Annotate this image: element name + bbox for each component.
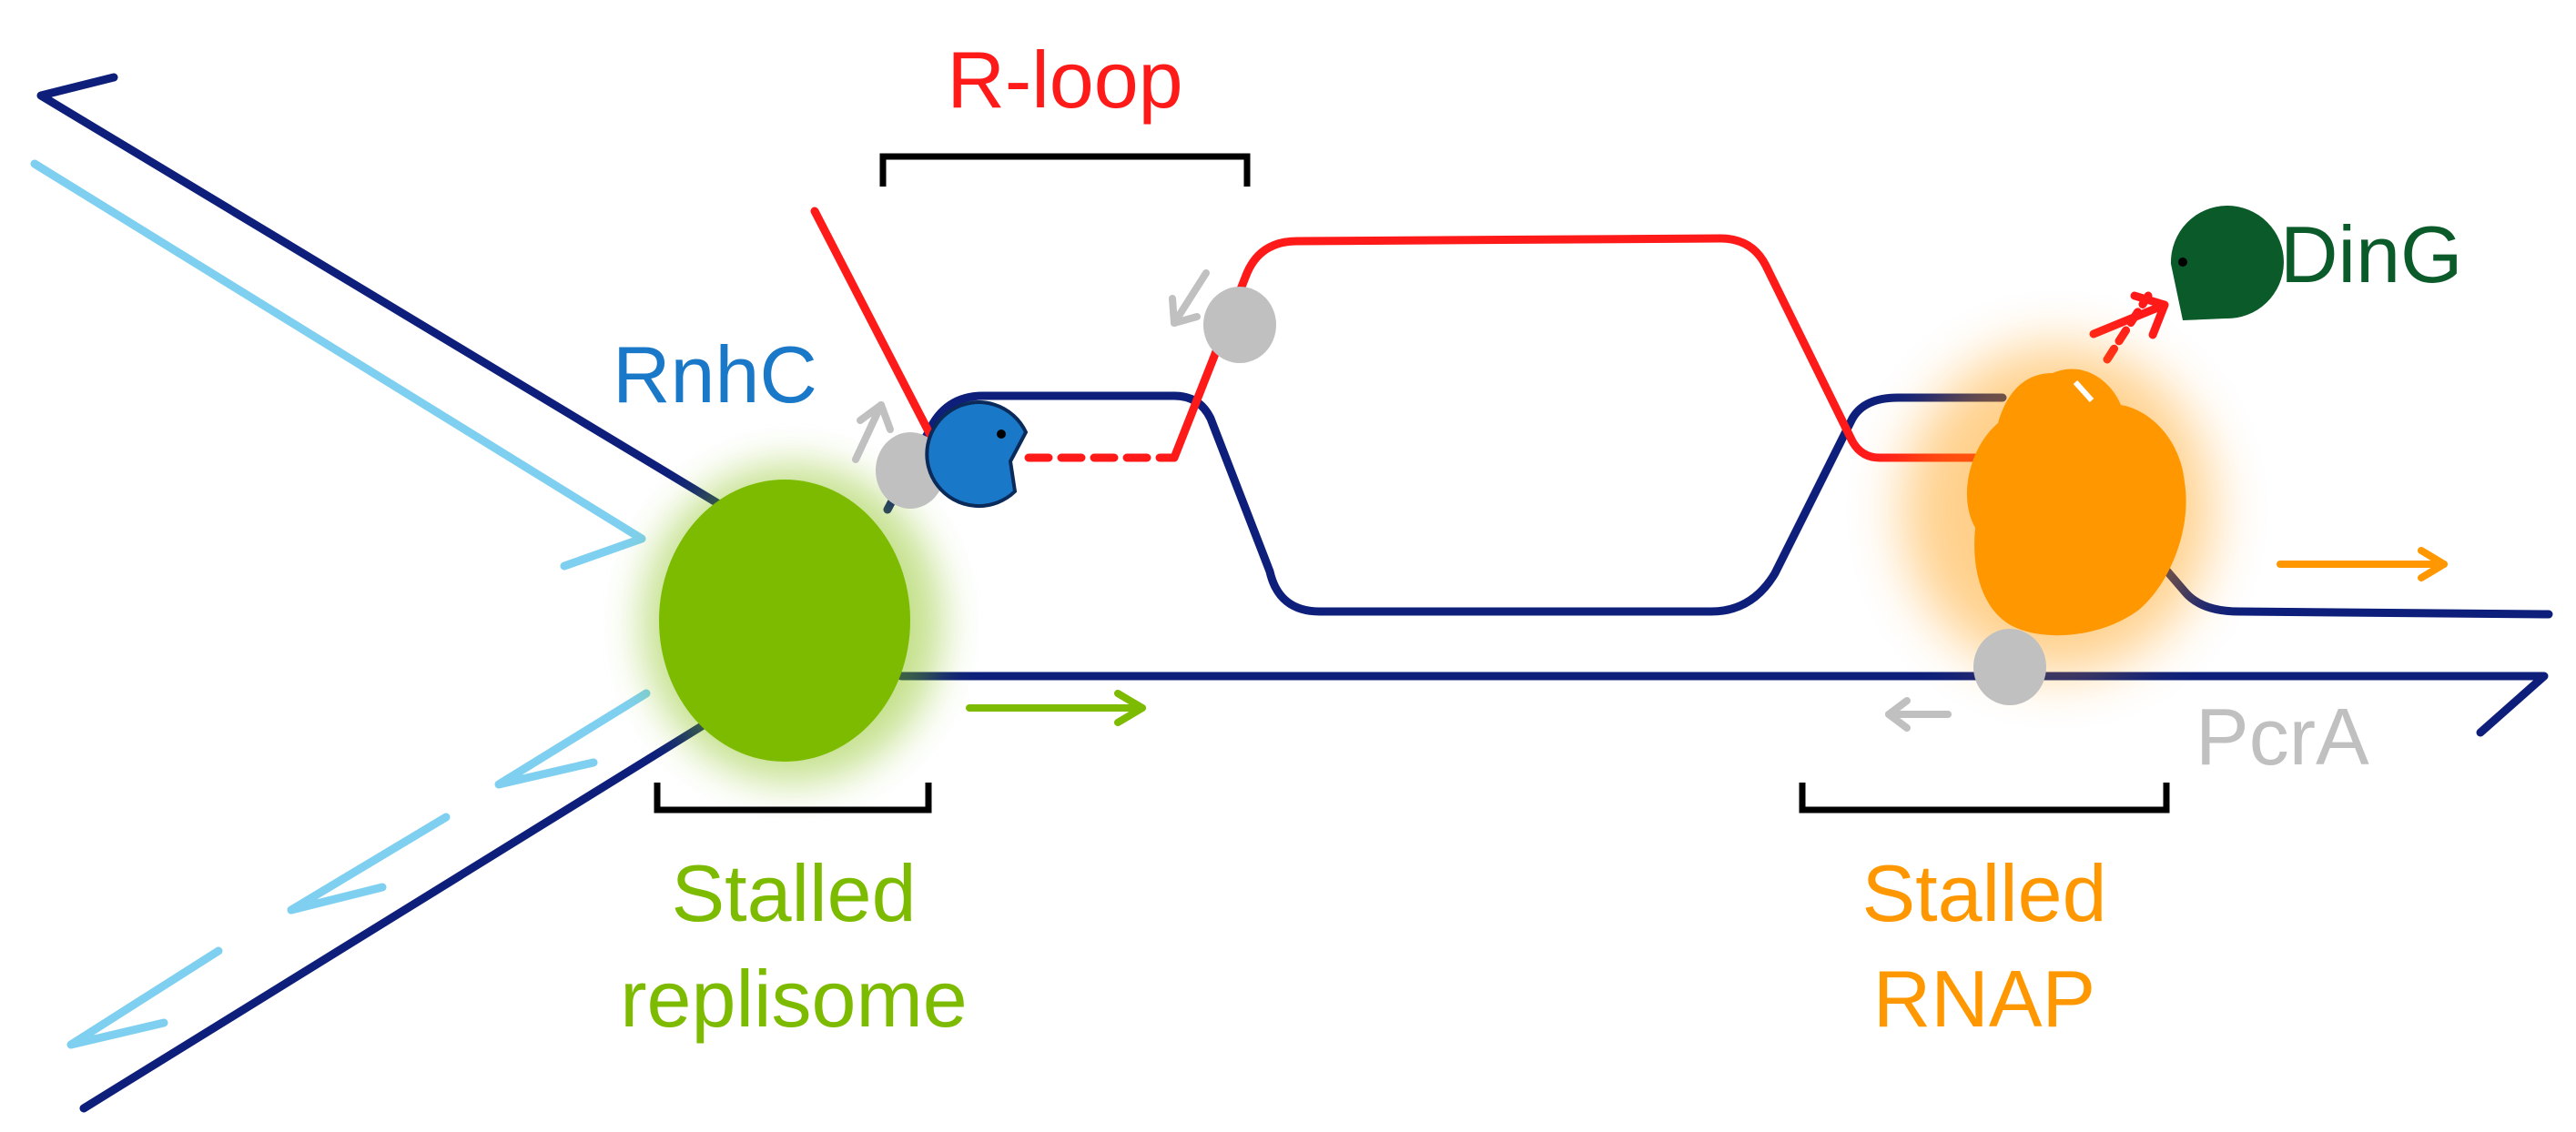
rnap-notch [2073,379,2094,403]
ding-body [2170,206,2284,320]
dna-lower-arm [79,705,733,1113]
rnap-label-line2: RNAP [1873,954,2096,1044]
replisome-direction-head [1114,690,1146,726]
rna-ding-dashed [2103,291,2153,364]
replisome-body [659,480,910,762]
rnhc-enzyme [925,400,1029,509]
dna-top-strand [883,391,2007,616]
stalled-replisome [642,464,942,783]
rnhc-eye [997,430,1006,439]
rna-ding-arrow-shaft [2089,300,2169,339]
rloop-bracket [879,153,1251,187]
rnap-bracket [1799,783,2170,814]
ding-label: DinG [2280,209,2463,299]
lagging-fragment-top [30,159,646,571]
lagging-fragment-1 [494,689,651,789]
brackets [654,153,2170,814]
rloop-label: R-loop [947,35,1182,125]
rnhc-body [925,400,1029,509]
pcra-near-rnap [1973,629,2046,705]
rnap-direction-head [2418,547,2448,581]
rna-solid [810,207,947,462]
rnap-body [1966,369,2186,636]
rnap-label-line1: Stalled [1861,848,2106,938]
dna-bottom-strand [897,672,2549,737]
pcra-arrow-1-shaft [852,401,885,463]
replisome-label-line1: Stalled [671,848,916,938]
pcra-arrows [852,269,1952,732]
replisome-bracket [654,783,932,814]
pcra-arrow-1-head [857,401,894,433]
pcra-helicases [876,287,2046,705]
pcra-arrow-2-shaft [1171,269,1210,327]
ding-eye [2178,258,2187,267]
pcra-label: PcrA [2196,692,2369,782]
direction-arrows [966,547,2448,726]
pcra-arrow-2-head [1169,295,1201,327]
lagging-fragment-3 [66,946,223,1049]
pcra-arrow-3-head [1885,697,1911,732]
rna-strand [810,207,2169,462]
pcra-rloop [1203,287,1276,363]
lagging-strand-fragments [30,159,651,1049]
ding-enzyme [2170,206,2284,320]
dna-upper-arm [36,73,733,514]
stalled-rnap [1902,346,2212,673]
lagging-fragment-2 [287,813,451,915]
replisome-label-line2: replisome [620,954,967,1044]
rna-main [1170,234,2016,462]
rnhc-label: RnhC [613,329,817,419]
rna-ding-arrow-head [2130,291,2169,339]
